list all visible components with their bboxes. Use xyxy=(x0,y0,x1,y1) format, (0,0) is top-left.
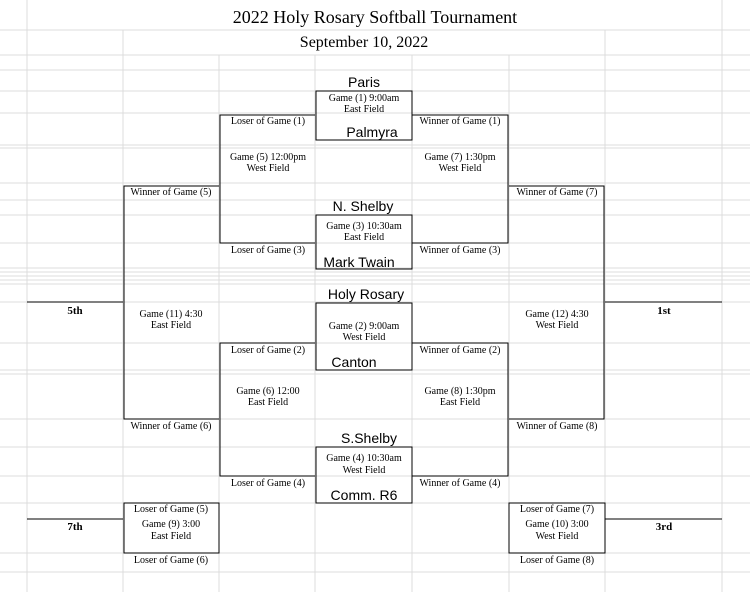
game-6-time: Game (6) 12:00 xyxy=(236,386,300,397)
label-winner-game-3: Winner of Game (3) xyxy=(419,245,501,256)
label-loser-game-5: Loser of Game (5) xyxy=(133,504,209,515)
game-7-time: Game (7) 1:30pm xyxy=(424,152,496,163)
game-9-time: Game (9) 3:00 xyxy=(141,519,201,530)
team-paris: Paris xyxy=(348,74,380,90)
game-box-12 xyxy=(509,185,605,420)
game-box-6 xyxy=(219,342,315,477)
game-1-field: East Field xyxy=(343,104,385,115)
game-5-time: Game (5) 12:00pm xyxy=(229,152,307,163)
label-winner-game-4: Winner of Game (4) xyxy=(419,478,501,489)
team-mark-twain: Mark Twain xyxy=(323,254,395,270)
game-2-field: West Field xyxy=(342,332,386,343)
game-12-field: West Field xyxy=(535,320,579,331)
game-6-field: East Field xyxy=(247,397,289,408)
team-canton: Canton xyxy=(331,354,377,370)
team-holy-rosary: Holy Rosary xyxy=(327,286,405,302)
game-8-field: East Field xyxy=(439,397,481,408)
team-s-shelby: S.Shelby xyxy=(340,430,398,446)
game-10-field: West Field xyxy=(535,531,579,542)
game-box-9 xyxy=(123,502,220,554)
game-8-time: Game (8) 1:30pm xyxy=(424,386,496,397)
team-palmyra: Palmyra xyxy=(346,124,398,140)
label-winner-game-7: Winner of Game (7) xyxy=(516,187,598,198)
label-loser-game-8: Loser of Game (8) xyxy=(519,555,595,566)
tournament-title: 2022 Holy Rosary Softball Tournament xyxy=(232,7,518,27)
place-1st: 1st xyxy=(657,305,671,317)
team-n-shelby: N. Shelby xyxy=(332,198,394,214)
game-box-10 xyxy=(508,502,606,554)
tournament-date: September 10, 2022 xyxy=(299,34,429,51)
game-box-3 xyxy=(315,214,413,270)
game-box-2 xyxy=(315,302,413,371)
game-box-5 xyxy=(219,114,315,244)
game-11-time: Game (11) 4:30 xyxy=(139,309,203,320)
game-3-time: Game (3) 10:30am xyxy=(326,221,402,232)
label-winner-game-2: Winner of Game (2) xyxy=(419,345,501,356)
game-5-field: West Field xyxy=(246,163,290,174)
label-winner-game-5: Winner of Game (5) xyxy=(130,187,212,198)
game-box-7 xyxy=(412,114,509,244)
game-2-time: Game (2) 9:00am xyxy=(328,321,400,332)
label-winner-game-1: Winner of Game (1) xyxy=(419,116,501,127)
game-box-8 xyxy=(412,342,509,477)
place-3rd: 3rd xyxy=(655,521,673,533)
game-10-time: Game (10) 3:00 xyxy=(525,519,589,530)
label-loser-game-1: Loser of Game (1) xyxy=(230,116,306,127)
game-3-field: East Field xyxy=(343,232,385,243)
team-comm-r6: Comm. R6 xyxy=(330,487,398,503)
game-4-time: Game (4) 10:30am xyxy=(326,453,402,464)
game-12-time: Game (12) 4:30 xyxy=(525,309,589,320)
label-winner-game-8: Winner of Game (8) xyxy=(516,421,598,432)
label-loser-game-6: Loser of Game (6) xyxy=(133,555,209,566)
place-7th: 7th xyxy=(67,521,83,533)
label-loser-game-2: Loser of Game (2) xyxy=(230,345,306,356)
label-loser-game-3: Loser of Game (3) xyxy=(230,245,306,256)
label-winner-game-6: Winner of Game (6) xyxy=(130,421,212,432)
game-1-time: Game (1) 9:00am xyxy=(328,93,400,104)
game-4-field: West Field xyxy=(342,465,386,476)
label-loser-game-4: Loser of Game (4) xyxy=(230,478,306,489)
game-9-field: East Field xyxy=(150,531,192,542)
game-box-4 xyxy=(315,446,413,504)
game-box-11 xyxy=(123,185,219,420)
place-5th: 5th xyxy=(67,305,83,317)
game-11-field: East Field xyxy=(150,320,192,331)
label-loser-game-7: Loser of Game (7) xyxy=(519,504,595,515)
game-7-field: West Field xyxy=(438,163,482,174)
